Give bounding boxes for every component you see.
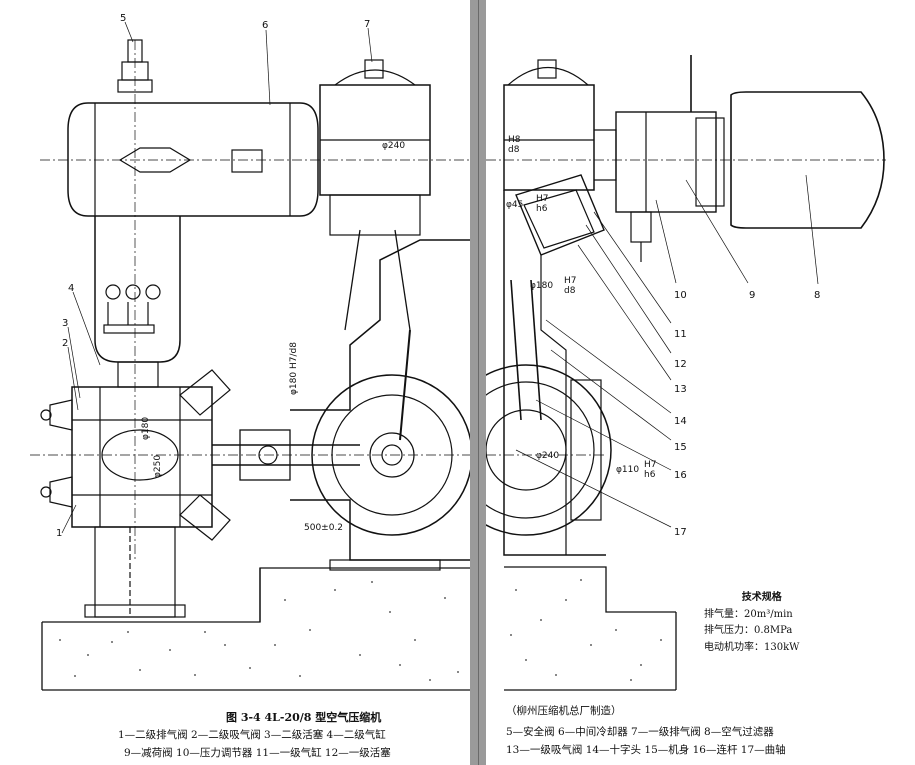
dim-phi110-h7: H7: [644, 460, 657, 470]
foundation: [41, 567, 470, 691]
legend-line-1: 1—二级排气阀 2—二级吸气阀 3—二级活塞 4—二级气缸: [118, 729, 386, 741]
part-number-1: 1: [56, 528, 62, 539]
dim-phi180-h7: H7: [564, 276, 577, 286]
dim-phi180-d8: d8: [564, 286, 576, 296]
cylinder-block: [71, 386, 213, 528]
legend-line-4: 13—一级吸气阀 14—十字头 15—机身 16—连杆 17—曲轴: [506, 744, 786, 756]
first-stage-cylinder: [503, 84, 595, 191]
technical-specs: 技术规格 排气量：20m³/min 排气压力：0.8MPa 电动机功率：130k…: [704, 590, 799, 656]
dim-phi110-h6: h6: [644, 470, 656, 480]
spec-flow: 排气量：20m³/min: [704, 608, 793, 620]
foundation-stipple: [510, 579, 662, 681]
dim-span: 500±0.2: [304, 523, 343, 533]
dim-phi240: φ240: [382, 141, 405, 151]
part-number-14: 14: [674, 416, 687, 427]
part-number-9: 9: [749, 290, 755, 301]
part-number-15: 15: [674, 442, 687, 453]
part-number-2: 2: [62, 338, 68, 349]
right-compressor-drawing: 10 9 8 11 12 13 14 15 16 17 H8 d8 φ45 H7…: [486, 55, 886, 691]
manufacturer-note: （柳州压缩机总厂制造）: [506, 705, 622, 717]
crankshaft-wheel: [486, 364, 612, 536]
dim-d8: d8: [508, 145, 520, 155]
crankshaft-wheel: [311, 374, 470, 536]
foundation-stipple: [59, 581, 459, 681]
legend-line-3: 5—安全阀 6—中间冷却器 7—一级排气阀 8—空气过滤器: [506, 726, 774, 738]
part-number-13: 13: [674, 384, 687, 395]
part-number-3: 3: [62, 318, 68, 329]
foundation: [504, 566, 677, 691]
cooler-column: [94, 216, 181, 363]
gutter-divider: [478, 0, 479, 765]
dim-h6: h6: [536, 204, 548, 214]
pressure-regulator: [615, 111, 717, 213]
dim-h7: H7: [536, 194, 549, 204]
part-number-12: 12: [674, 359, 687, 370]
spec-motor: 电动机功率：130kW: [704, 641, 800, 653]
part-number-4: 4: [68, 283, 74, 294]
dim-phi240: φ240: [536, 451, 559, 461]
dim-phi180: φ180: [530, 281, 553, 291]
part-number-8: 8: [814, 290, 820, 301]
air-filter: [730, 91, 885, 229]
compressor-frame: [503, 190, 606, 556]
dim-phi45: φ45: [506, 200, 523, 210]
specs-title: 技术规格: [741, 592, 782, 603]
dim-phi180-frac: φ180 H7/d8: [289, 342, 299, 395]
legend-line-2: 9—减荷阀 10—压力调节器 11—一级气缸 12—一级活塞: [124, 747, 391, 759]
part-number-7: 7: [364, 19, 370, 30]
part-number-5: 5: [120, 13, 126, 24]
intercooler-tank: [67, 102, 319, 217]
part-number-6: 6: [262, 20, 268, 31]
dim-phi250: φ250: [153, 455, 163, 478]
dim-phi180: φ180: [141, 417, 151, 440]
spec-pressure: 排气压力：0.8MPa: [704, 625, 793, 636]
part-number-16: 16: [674, 470, 687, 481]
compressor-frame: [290, 239, 470, 411]
dim-h8: H8: [508, 135, 521, 145]
right-page: 10 9 8 11 12 13 14 15 16 17 H8 d8 φ45 H7…: [486, 0, 915, 765]
part-number-17: 17: [674, 527, 687, 538]
dim-phi110: φ110: [616, 465, 639, 475]
part-number-10: 10: [674, 290, 687, 301]
left-page: 5 6 7 4 3 2 1 φ240 φ180 H7/d8 φ250 φ180 …: [30, 13, 470, 759]
left-compressor-drawing: 5 6 7 4 3 2 1 φ240 φ180 H7/d8 φ250 φ180 …: [30, 13, 470, 691]
part-number-11: 11: [674, 329, 687, 340]
figure-title: 图 3-4 4L-20/8 型空气压缩机: [226, 711, 382, 724]
